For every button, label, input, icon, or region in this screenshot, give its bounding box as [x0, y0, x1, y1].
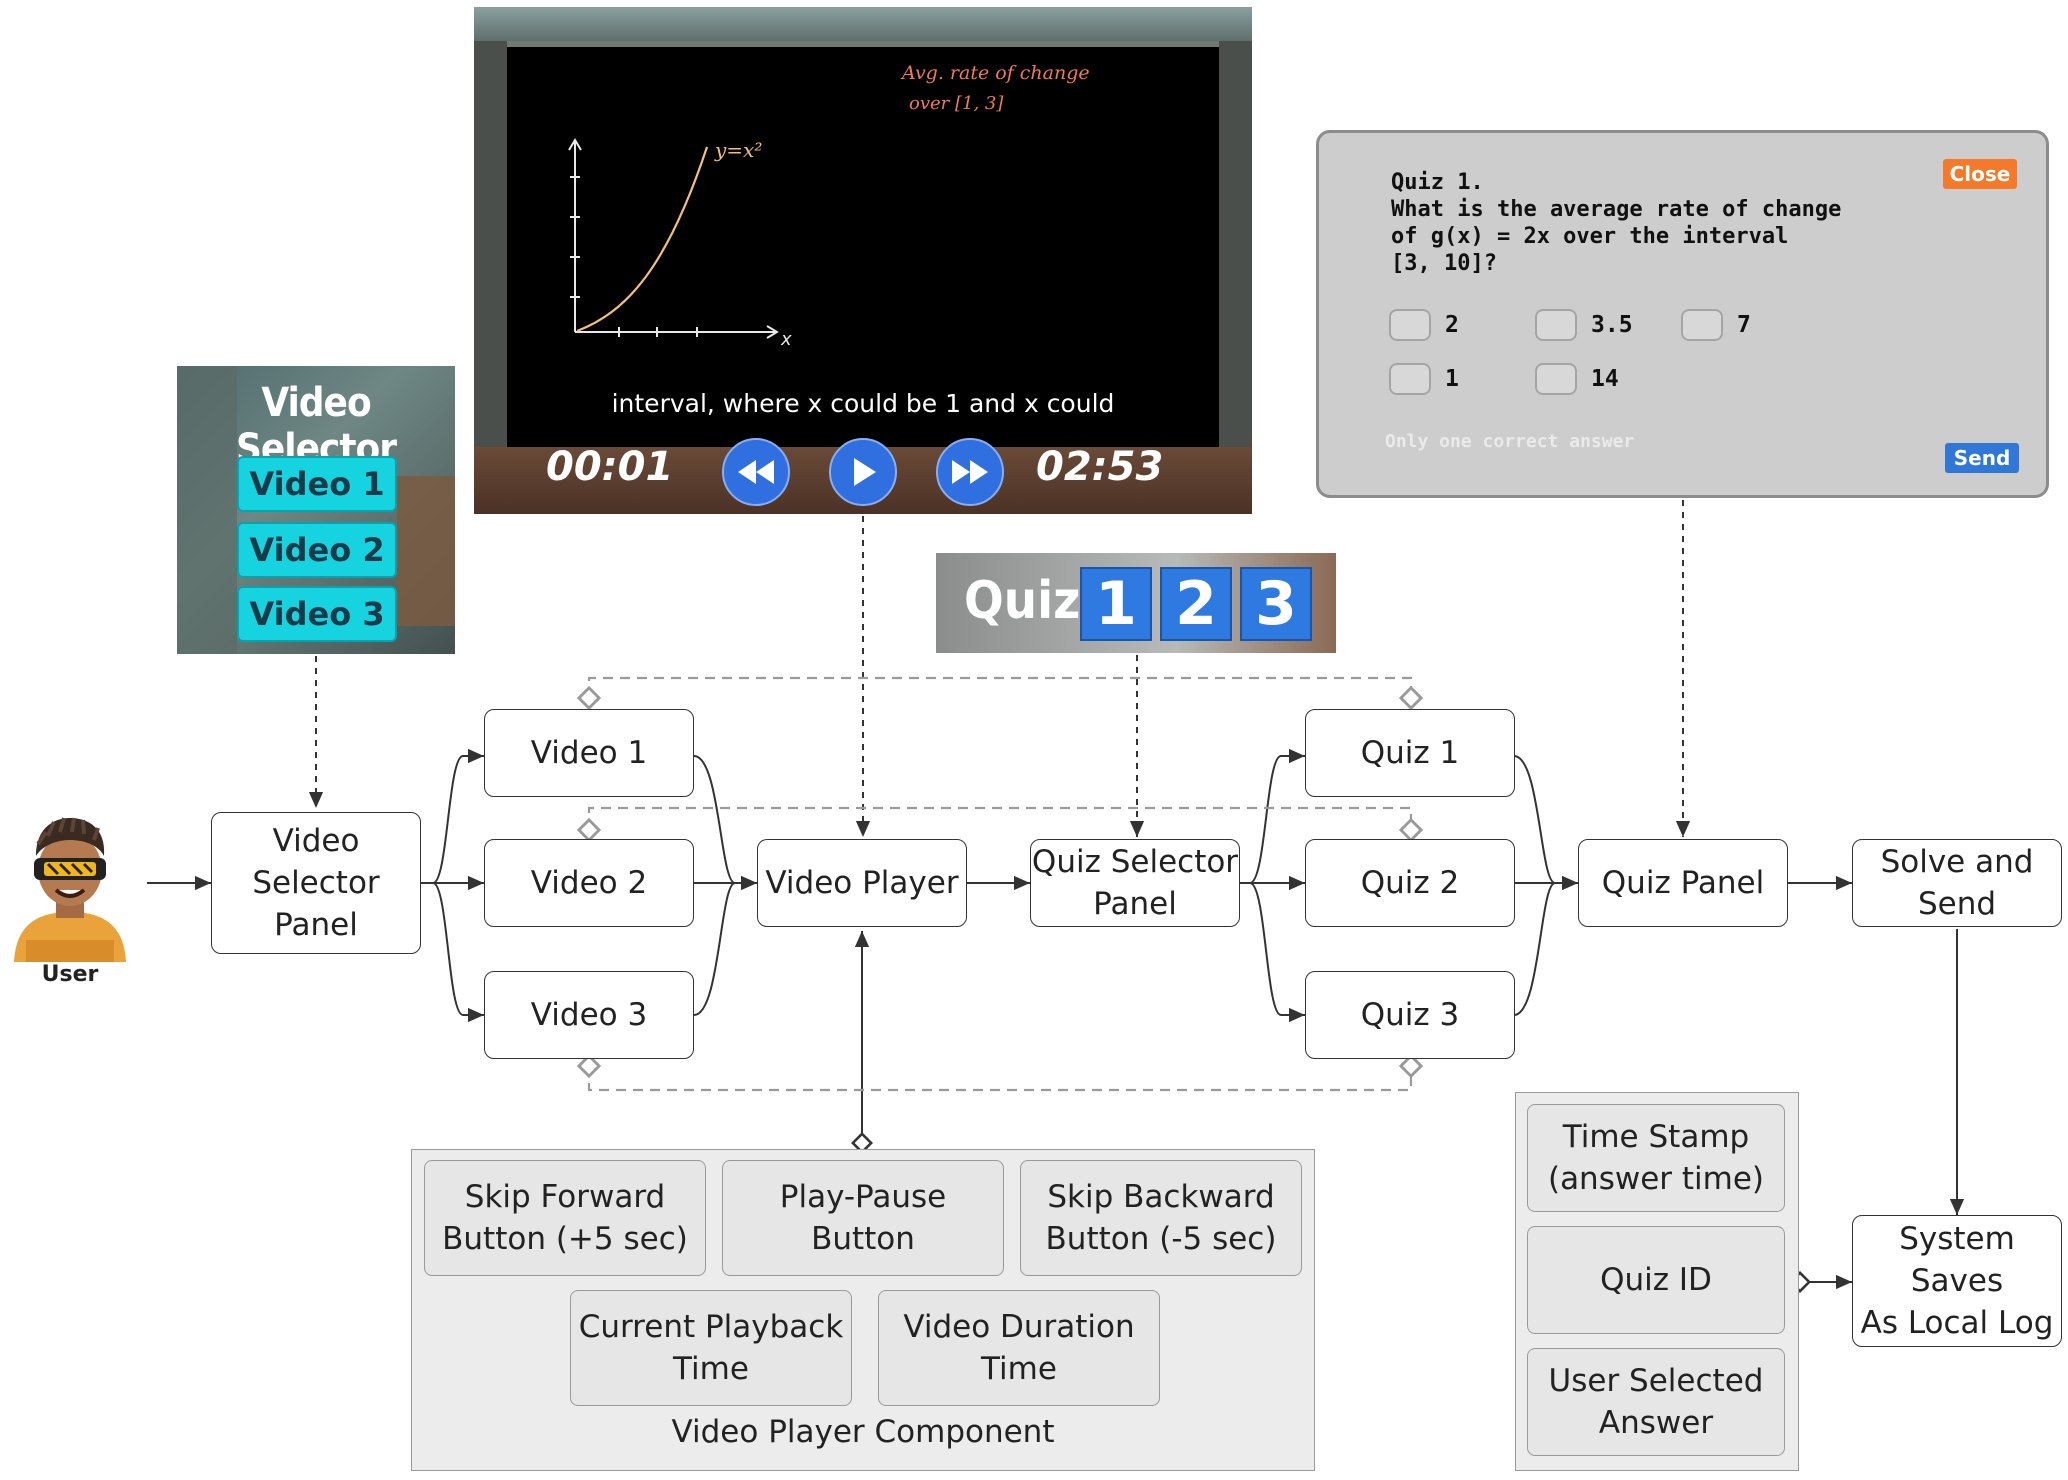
video-player-component-label: Video Player Component — [671, 1414, 1055, 1450]
close-button[interactable]: Close — [1943, 159, 2017, 189]
option-1[interactable]: 1 — [1389, 363, 1459, 395]
skip-backward-node: Skip Backward Button (-5 sec) — [1020, 1160, 1302, 1276]
video-player-node: Video Player — [757, 839, 967, 927]
user-label: User — [41, 962, 99, 987]
solve-and-send-node: Solve and Send — [1852, 839, 2062, 927]
video-2-button[interactable]: Video 2 — [237, 522, 397, 578]
quiz-question: Quiz 1. What is the average rate of chan… — [1391, 170, 1842, 276]
quiz-panel-node: Quiz Panel — [1578, 839, 1788, 927]
video-1-button[interactable]: Video 1 — [237, 456, 397, 512]
fast-forward-icon — [952, 460, 988, 484]
play-pause-node: Play-Pause Button — [722, 1160, 1004, 1276]
fast-forward-button[interactable] — [936, 438, 1004, 506]
quiz-3-button[interactable]: 3 — [1240, 567, 1312, 641]
save-local-log-node: System Saves As Local Log — [1852, 1215, 2062, 1347]
current-time-display: 00:01 — [546, 444, 674, 490]
timestamp-node: Time Stamp (answer time) — [1527, 1104, 1785, 1212]
user-avatar — [8, 812, 132, 962]
quiz-3-node: Quiz 3 — [1305, 971, 1515, 1059]
quiz-bar-label: Quiz: — [964, 571, 1100, 631]
chalkboard: y=x² x Avg. rate of change over [1, 3] — [507, 47, 1219, 457]
video-selector-panel-node: Video Selector Panel — [211, 812, 421, 954]
checkbox-icon — [1389, 363, 1431, 395]
checkbox-icon — [1389, 309, 1431, 341]
option-7[interactable]: 7 — [1681, 309, 1751, 341]
option-2[interactable]: 2 — [1389, 309, 1459, 341]
curve-label: y=x² — [714, 138, 762, 162]
board-subtitle: over [1, 3] — [909, 93, 1004, 114]
checkbox-icon — [1681, 309, 1723, 341]
checkbox-icon — [1535, 309, 1577, 341]
video-player-screenshot: y=x² x Avg. rate of change over [1, 3] i… — [474, 7, 1252, 514]
board-title: Avg. rate of change — [900, 62, 1090, 84]
quiz-id-node: Quiz ID — [1527, 1226, 1785, 1334]
video-3-button[interactable]: Video 3 — [237, 586, 397, 642]
quiz-panel-screenshot: Quiz 1. What is the average rate of chan… — [1316, 130, 2049, 498]
play-icon — [854, 458, 876, 486]
video-subtitle: interval, where x could be 1 and x could — [611, 389, 1115, 418]
x-axis-label: x — [780, 329, 792, 350]
answer-hint: Only one correct answer — [1385, 431, 1635, 452]
rewind-button[interactable] — [722, 438, 790, 506]
video-duration-time-node: Video Duration Time — [878, 1290, 1160, 1406]
quiz-2-node: Quiz 2 — [1305, 839, 1515, 927]
user-answer-node: User Selected Answer — [1527, 1348, 1785, 1456]
option-3-5[interactable]: 3.5 — [1535, 309, 1633, 341]
quiz-2-button[interactable]: 2 — [1160, 567, 1232, 641]
video-2-node: Video 2 — [484, 839, 694, 927]
current-playback-time-node: Current Playback Time — [570, 1290, 852, 1406]
rewind-icon — [738, 460, 774, 484]
video-3-node: Video 3 — [484, 971, 694, 1059]
play-button[interactable] — [829, 438, 897, 506]
option-14[interactable]: 14 — [1535, 363, 1619, 395]
skip-forward-node: Skip Forward Button (+5 sec) — [424, 1160, 706, 1276]
video-selector-screenshot: Video Selector Video 1 Video 2 Video 3 — [177, 366, 455, 654]
video-1-node: Video 1 — [484, 709, 694, 797]
quiz-selector-screenshot: Quiz: 1 2 3 — [936, 553, 1336, 653]
quiz-selector-panel-node: Quiz Selector Panel — [1030, 839, 1240, 927]
quiz-1-node: Quiz 1 — [1305, 709, 1515, 797]
send-button[interactable]: Send — [1945, 443, 2019, 473]
checkbox-icon — [1535, 363, 1577, 395]
duration-display: 02:53 — [1036, 444, 1164, 490]
quiz-1-button[interactable]: 1 — [1080, 567, 1152, 641]
